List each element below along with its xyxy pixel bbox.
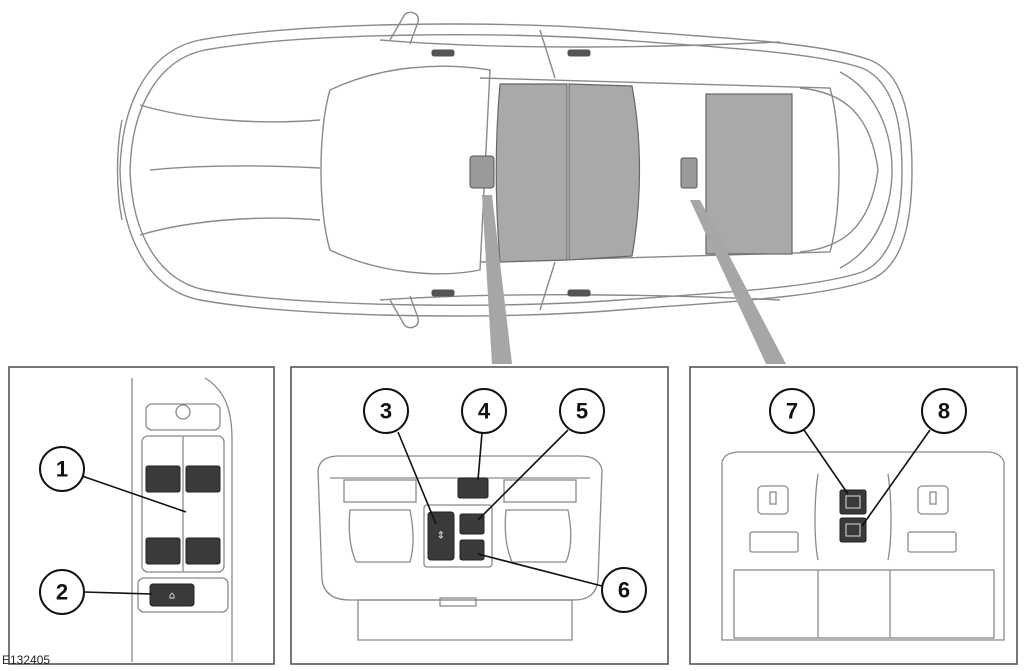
callout-7-label: 7 xyxy=(786,399,798,424)
window-switch-rear-left xyxy=(145,537,181,565)
window-lockout-switch xyxy=(149,583,195,607)
front-sunroof-switches: ⇕ xyxy=(427,477,489,561)
callout-8-label: 8 xyxy=(938,399,950,424)
callout-6-leader xyxy=(477,553,603,587)
b-pillar-top xyxy=(539,29,556,79)
roof-edge xyxy=(479,77,840,263)
tilt-slide-arrows-icon: ⇕ xyxy=(437,531,445,542)
rear-console-marker xyxy=(680,157,698,189)
rear-sunroof-glass xyxy=(705,93,793,255)
front-console-marker xyxy=(469,155,495,189)
sunroof-close-switch xyxy=(459,539,485,561)
callout-5-label: 5 xyxy=(576,399,588,424)
rear-overhead-console xyxy=(721,451,1005,641)
callout-8-circle xyxy=(921,388,967,434)
callout-4-circle xyxy=(461,388,507,434)
window-switch-rear-right xyxy=(185,537,221,565)
callout-6-circle xyxy=(601,567,647,613)
car-top-view xyxy=(116,11,913,329)
callout-6-label: 6 xyxy=(618,578,630,603)
callout-4-leader xyxy=(477,432,483,481)
front-sunroof-glass-right xyxy=(568,83,641,261)
rear-blind-open-switch xyxy=(839,489,867,515)
car-body-inner xyxy=(129,34,903,306)
window-switch-front-right xyxy=(185,465,221,493)
callout-1-circle xyxy=(39,446,85,492)
bonnet-crease-bottom xyxy=(139,217,321,236)
front-bumper xyxy=(116,119,123,221)
bonnet-crease-top xyxy=(139,104,321,123)
callout-4-label: 4 xyxy=(478,399,491,424)
callout-3-circle xyxy=(363,388,409,434)
rear-blind-switches xyxy=(839,489,867,543)
mirror-top xyxy=(389,11,419,45)
callout-2-circle xyxy=(39,569,85,615)
front-sunroof-glass-left xyxy=(495,83,568,263)
callout-5-leader xyxy=(477,429,569,521)
door-line-top xyxy=(379,39,781,48)
callout-2-label: 2 xyxy=(56,580,68,605)
door-handles xyxy=(431,49,591,297)
boot-lid xyxy=(839,71,893,269)
door-switch-pack xyxy=(131,377,233,662)
front-console-pointer xyxy=(482,195,512,364)
rear-blind-close-switch xyxy=(839,517,867,543)
callout-7-circle xyxy=(769,388,815,434)
b-pillar-bottom xyxy=(539,261,556,311)
window-switch-front-left xyxy=(145,465,181,493)
rear-console-pointer xyxy=(690,200,786,364)
blind-open-switch xyxy=(457,477,489,499)
rear-console-panel xyxy=(689,366,1018,665)
callout-3-leader xyxy=(397,431,437,525)
sunroof-panels xyxy=(495,83,793,263)
windscreen xyxy=(320,65,491,275)
window-lock-icon: ⌂ xyxy=(169,591,175,602)
callout-8-leader xyxy=(861,429,931,527)
rear-window xyxy=(799,87,879,253)
window-switches xyxy=(145,465,221,565)
callout-1-leader xyxy=(81,475,187,513)
figure-id: E132405 xyxy=(2,653,51,667)
callout-7-leader xyxy=(803,429,849,495)
callout-2-leader xyxy=(83,591,153,595)
callout-1-label: 1 xyxy=(56,457,68,482)
mirror-bottom xyxy=(389,295,419,329)
car-body-outline xyxy=(119,23,913,317)
front-overhead-console xyxy=(317,455,603,641)
callout-3-label: 3 xyxy=(380,399,392,424)
bonnet-center xyxy=(149,165,321,171)
sunroof-tilt-slide-switch xyxy=(427,511,455,561)
callout-5-circle xyxy=(559,388,605,434)
